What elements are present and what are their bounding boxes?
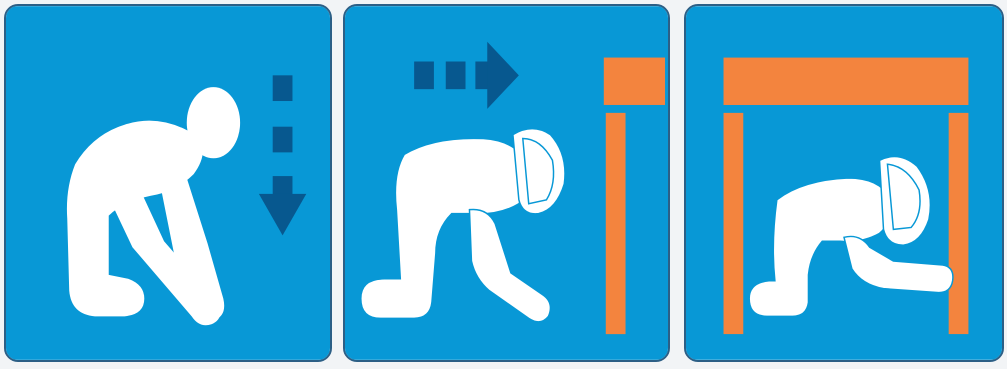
hold-illustration	[686, 6, 1002, 360]
panel-drop	[4, 4, 332, 362]
drop-illustration	[6, 6, 330, 360]
cover-illustration	[345, 6, 668, 360]
panel-cover	[343, 4, 670, 362]
panel-hold	[684, 4, 1004, 362]
